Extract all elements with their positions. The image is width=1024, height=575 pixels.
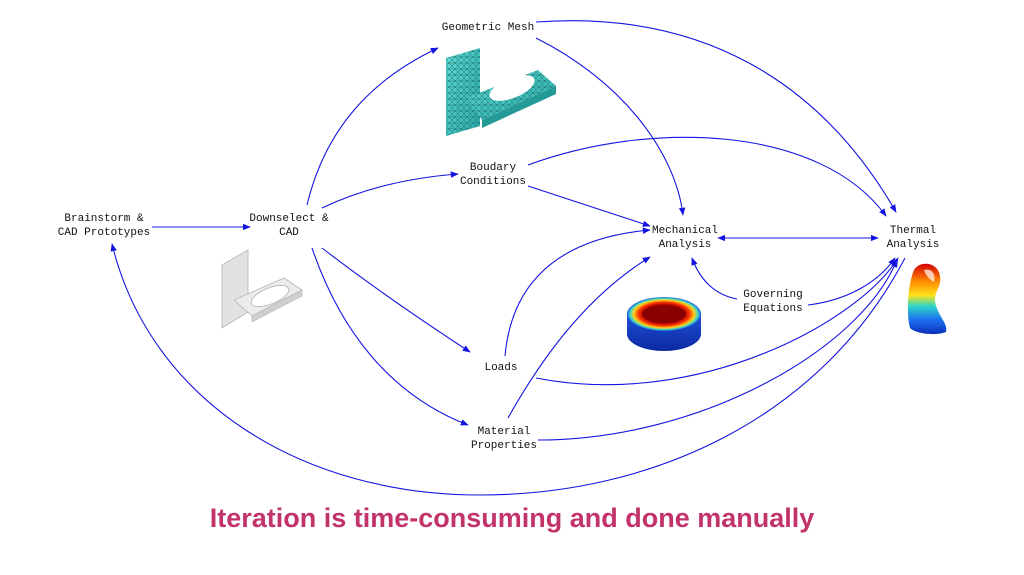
node-label-line: Boudary xyxy=(470,162,517,174)
node-label-line: CAD xyxy=(279,227,299,239)
node-loads: Loads xyxy=(484,362,517,374)
node-label-line: CAD Prototypes xyxy=(58,227,150,239)
arrow-mesh-to-thermal xyxy=(535,20,897,213)
thermal-shape-image xyxy=(907,263,947,335)
arrow-downselect-to-boundary xyxy=(321,171,459,209)
node-label-line: Material xyxy=(478,426,531,438)
node-label-line: Geometric Mesh xyxy=(442,22,534,34)
arrow-boundary-to-mechanical xyxy=(527,185,651,227)
arrow-governing-to-mechanical xyxy=(691,257,738,300)
arrow-material-to-mechanical xyxy=(507,256,651,419)
arrow-loads-to-mechanical xyxy=(504,227,651,357)
arrow-thermal-to-brainstorm xyxy=(110,243,906,496)
node-label-line: Analysis xyxy=(659,239,712,251)
cad-bracket-image xyxy=(221,249,303,329)
mechanical-ring-image xyxy=(627,297,701,351)
arrow-downselect-to-material xyxy=(311,247,469,426)
node-downselect: Downselect & CAD xyxy=(249,213,329,239)
node-label-line: Properties xyxy=(471,440,537,452)
arrow-downselect-to-mesh xyxy=(306,47,439,206)
arrow-loads-to-thermal xyxy=(535,257,899,386)
node-label-line: Analysis xyxy=(887,239,940,251)
node-label-line: Downselect & xyxy=(249,213,329,225)
node-label-line: Brainstorm & xyxy=(64,213,144,225)
node-label-line: Conditions xyxy=(460,176,526,188)
node-label-line: Loads xyxy=(484,362,517,374)
mesh-bracket-image xyxy=(446,48,556,136)
arrow-group xyxy=(110,20,906,496)
node-geometric-mesh: Geometric Mesh xyxy=(442,22,534,34)
node-label-line: Equations xyxy=(743,303,802,315)
caption: Iteration is time-consuming and done man… xyxy=(209,503,815,533)
node-label-line: Governing xyxy=(743,289,802,301)
arrow-mesh-to-mechanical xyxy=(535,37,686,216)
arrow-material-to-thermal xyxy=(537,259,898,441)
arrow-downselect-to-loads xyxy=(321,247,471,353)
arrow-governing-to-thermal xyxy=(807,257,896,306)
node-label-line: Mechanical xyxy=(652,225,718,237)
node-label-line: Thermal xyxy=(890,225,936,237)
arrow-boundary-to-thermal xyxy=(527,136,887,217)
node-brainstorm: Brainstorm & CAD Prototypes xyxy=(58,213,150,239)
